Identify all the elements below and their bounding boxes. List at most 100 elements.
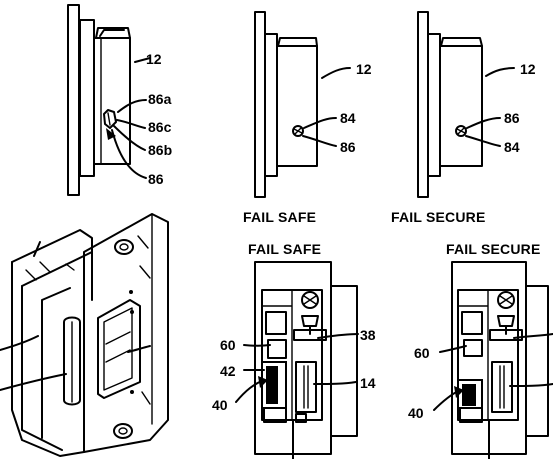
label-86-left: 86 — [148, 171, 164, 187]
solenoid-cross — [303, 295, 317, 305]
label-60-secure: 60 — [414, 345, 430, 361]
solenoid — [497, 291, 515, 309]
arrowhead-40 — [258, 376, 268, 388]
caption-fail-safe-section: FAIL SAFE — [248, 241, 321, 257]
figure-section-fail-secure: FAIL SECURE 60 40 — [408, 241, 553, 459]
blocking-member-fill — [266, 366, 278, 404]
spring-housing-14 — [295, 361, 317, 413]
solenoid-plunger — [497, 315, 515, 327]
link-block — [463, 339, 483, 357]
screw-84 — [292, 125, 304, 137]
caption-fail-secure-section: FAIL SECURE — [446, 241, 541, 257]
figure-perspective-view — [0, 213, 169, 457]
label-42: 42 — [220, 363, 236, 379]
mount-hole-bottom — [113, 423, 133, 439]
leader-38 — [317, 333, 359, 339]
label-60-safe: 60 — [220, 337, 236, 353]
interior-divider — [261, 289, 293, 421]
label-12-left: 12 — [146, 51, 162, 67]
base-block — [263, 407, 287, 423]
interior-cavity — [457, 289, 519, 421]
faceplate-edge — [525, 285, 549, 437]
pivot-cylinder — [63, 316, 81, 406]
faceplate — [254, 11, 266, 198]
leader-stub — [0, 373, 67, 391]
leader-86 — [302, 135, 337, 147]
screw-cross — [293, 127, 303, 135]
leader-60 — [243, 344, 271, 347]
spring-lines — [303, 365, 309, 409]
mount-hole-bottom-inner — [118, 427, 128, 435]
housing — [276, 45, 318, 167]
figure-side-view-fail-secure: 12 86 84 FAIL SECURE — [391, 11, 536, 225]
label-38: 38 — [360, 327, 376, 343]
spring-lines — [499, 365, 505, 409]
screw-cross — [456, 127, 466, 135]
leader-84 — [303, 117, 337, 129]
housing-top-inner — [21, 251, 93, 287]
label-12-right: 12 — [520, 61, 536, 77]
figure-section-fail-safe: FAIL SAFE 38 60 42 14 40 — [212, 241, 376, 459]
leader-84 — [465, 135, 501, 147]
leader-86a — [117, 99, 147, 113]
housing-inner-wall — [41, 287, 71, 439]
leader-stub-right — [509, 383, 553, 387]
housing-top — [440, 37, 483, 47]
housing-lip — [99, 29, 125, 37]
adjust-screw — [103, 109, 117, 129]
figure-side-view-fail-safe: 12 84 86 FAIL SAFE — [243, 11, 372, 225]
leader-86 — [111, 129, 147, 179]
faceplate — [67, 4, 80, 196]
arrowhead-86 — [106, 128, 116, 140]
body-flange — [79, 19, 95, 177]
label-86-middle: 86 — [340, 139, 356, 155]
label-86b: 86b — [148, 142, 172, 158]
label-86c: 86c — [148, 119, 172, 135]
keeper — [103, 307, 133, 391]
caption-fail-secure-top: FAIL SECURE — [391, 209, 486, 225]
label-12-middle: 12 — [356, 61, 372, 77]
body-flange — [264, 33, 278, 177]
caption-fail-safe-top: FAIL SAFE — [243, 209, 316, 225]
housing — [439, 45, 483, 167]
mount-hole-top — [114, 239, 134, 255]
cam-bar — [489, 329, 523, 341]
housing-tick — [33, 241, 41, 257]
interior-divider — [457, 289, 489, 421]
cam-bar — [293, 329, 327, 341]
screw-slot — [107, 112, 111, 126]
plate-dot — [129, 290, 133, 294]
leader-12 — [321, 67, 351, 79]
leader-86 — [466, 117, 501, 129]
housing-top — [95, 27, 131, 39]
keeper-lines — [105, 331, 131, 363]
plate-dot — [130, 390, 134, 394]
mount-hole-top-inner — [119, 243, 129, 251]
label-14: 14 — [360, 375, 376, 391]
arrowhead-40 — [454, 386, 464, 398]
housing-outline — [11, 261, 85, 457]
link-block — [267, 339, 287, 359]
leader-60 — [439, 345, 467, 353]
base-block — [459, 407, 483, 423]
leader-stub — [127, 345, 151, 353]
small-block — [295, 413, 307, 423]
leader-stub-right — [513, 333, 553, 339]
housing-top-edge — [11, 229, 93, 301]
housing-top — [277, 37, 318, 47]
housing — [93, 37, 131, 165]
spring-housing — [491, 361, 513, 413]
faceplate-edge — [330, 285, 358, 437]
leader-stub — [0, 335, 39, 351]
upper-block — [461, 311, 483, 335]
housing-hatching — [25, 261, 51, 281]
leader-12 — [485, 67, 515, 77]
label-40-secure: 40 — [408, 405, 424, 421]
solenoid-plunger — [301, 315, 319, 327]
blocking-member-fill — [462, 384, 476, 406]
solenoid — [301, 291, 319, 309]
figure-side-view-left: 12 86a 86c 86b 86 — [67, 4, 172, 196]
body-flange — [427, 33, 441, 177]
label-84-right: 84 — [504, 139, 520, 155]
